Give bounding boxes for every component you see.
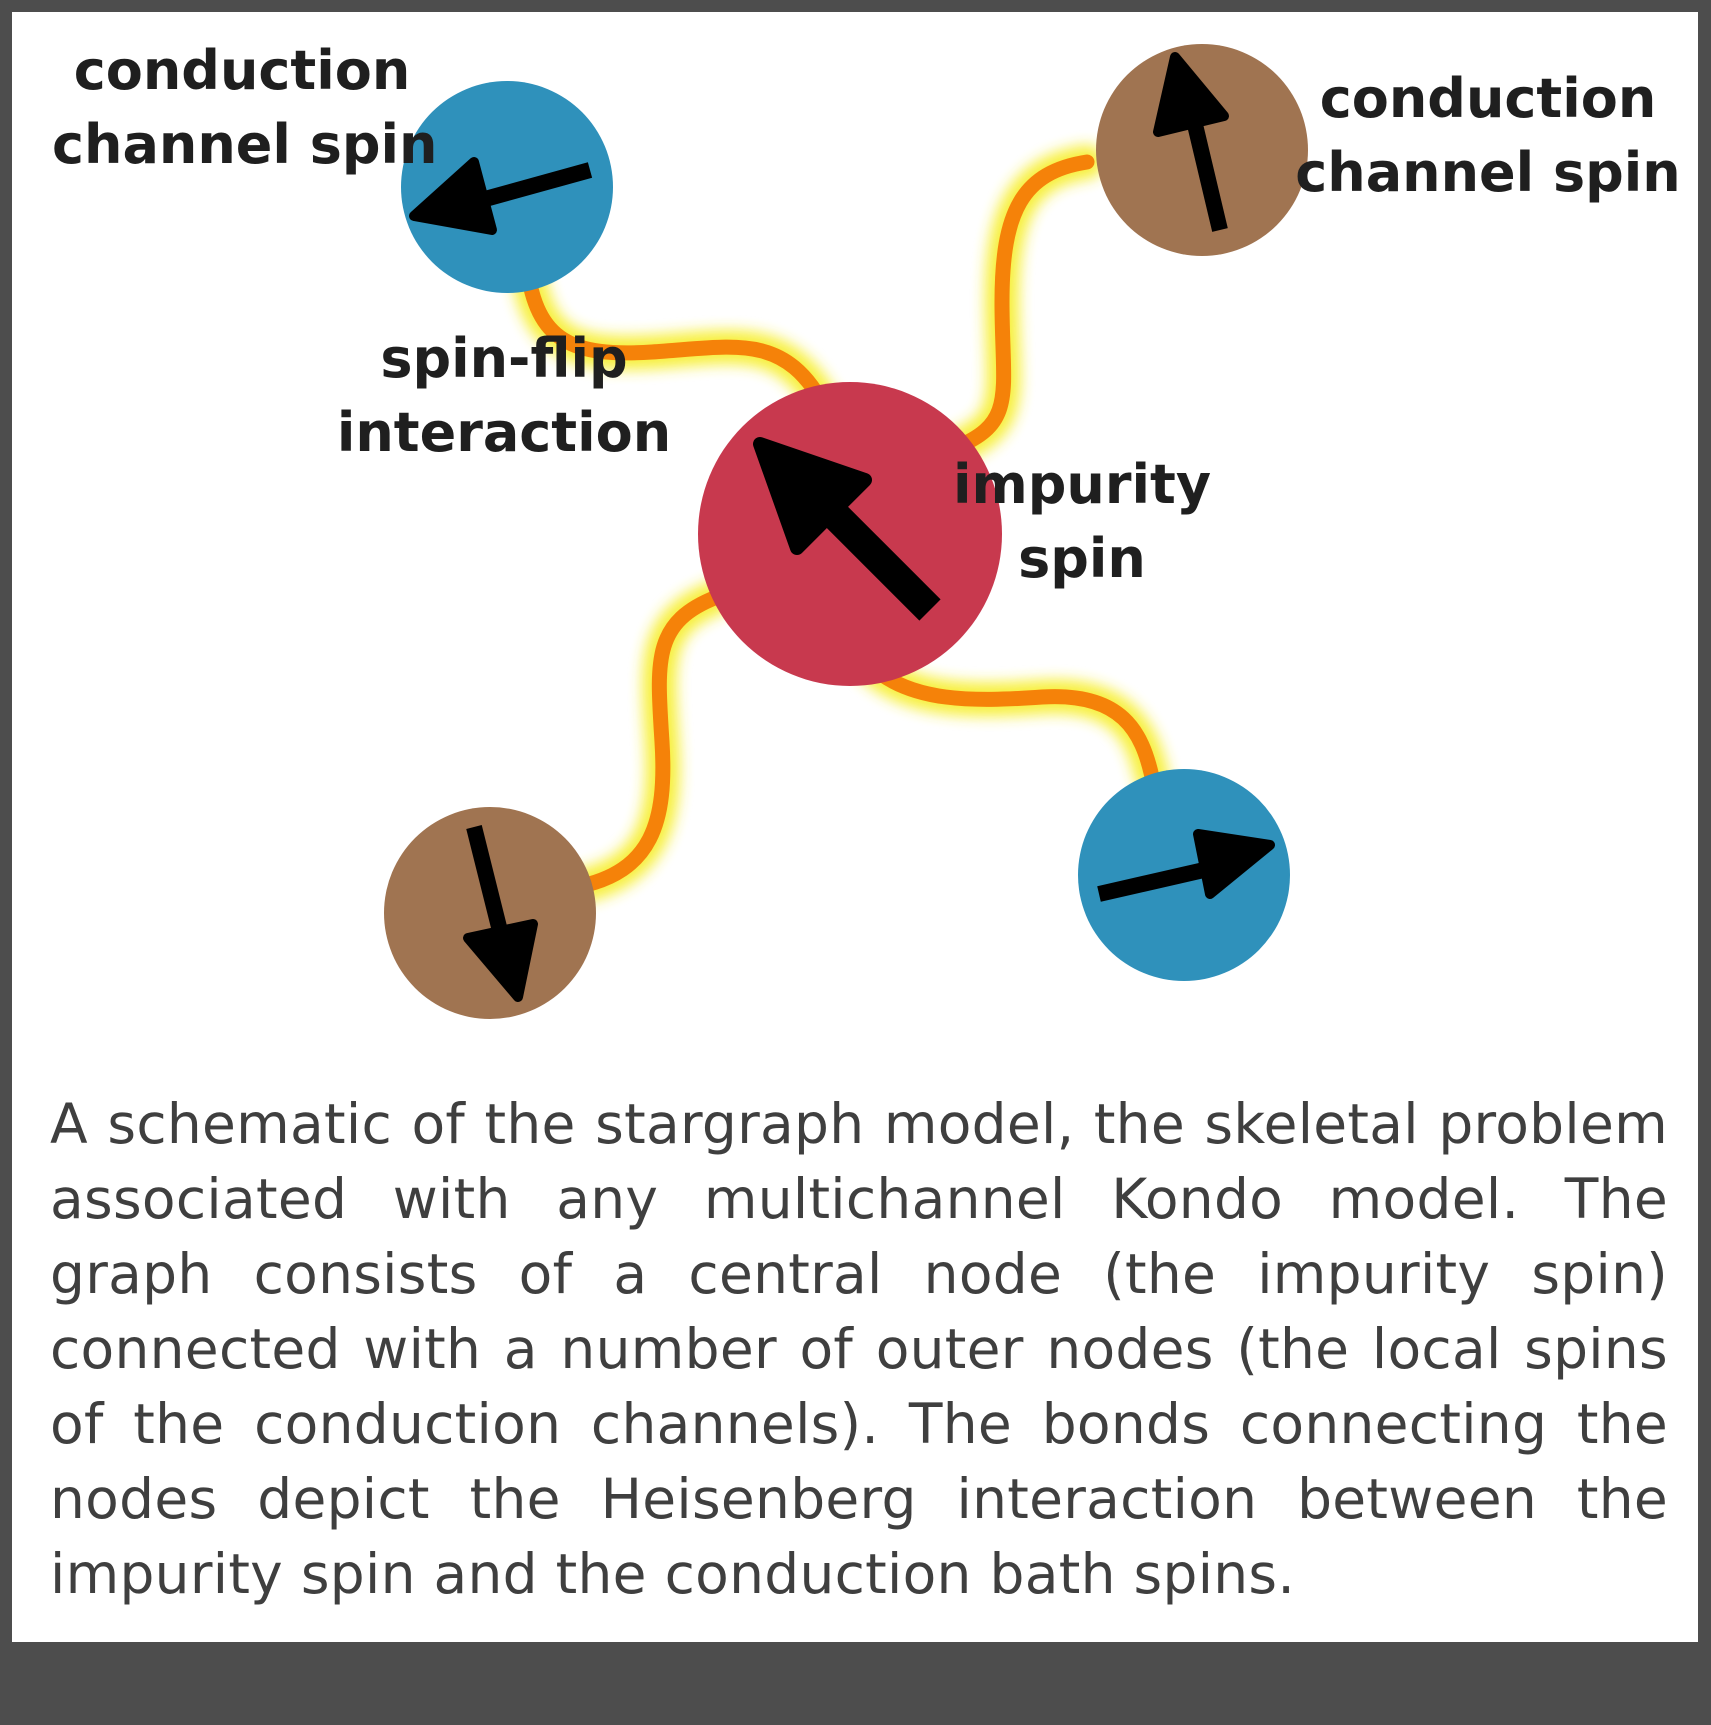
figure-frame: conduction channel spin conduction chann… xyxy=(12,12,1698,1642)
label-interaction-line1: spin-flip xyxy=(380,327,628,390)
label-top-right-line2: channel spin xyxy=(1295,141,1681,204)
bond-bottom-right xyxy=(864,659,1160,785)
stargraph-diagram xyxy=(384,44,1308,1019)
bonds xyxy=(519,154,1160,895)
label-top-left-line1: conduction xyxy=(73,39,411,102)
label-impurity-line2: spin xyxy=(1018,527,1146,590)
spin-arrows xyxy=(409,52,1275,1002)
label-impurity-line1: impurity xyxy=(952,453,1212,516)
spin-arrow-bottom-right xyxy=(1097,859,1219,902)
label-top-left-line2: channel spin xyxy=(52,113,438,176)
label-impurity: impurity spin xyxy=(932,448,1232,596)
label-interaction-line2: interaction xyxy=(336,401,672,464)
spin-arrow-head-bottom-left xyxy=(463,919,538,1002)
bond-top-right xyxy=(949,154,1095,455)
bond-bottom-left xyxy=(569,589,725,895)
spin-arrow-head-top-left xyxy=(409,157,497,235)
label-interaction: spin-flip interaction xyxy=(334,322,674,470)
spin-arrow-head-impurity xyxy=(753,437,872,555)
spin-arrow-top-right xyxy=(1184,110,1228,232)
figure-caption: A schematic of the stargraph model, the … xyxy=(50,1092,1668,1606)
label-top-right-line1: conduction xyxy=(1319,67,1657,130)
label-top-right: conduction channel spin xyxy=(1288,62,1688,210)
spin-arrow-head-top-right xyxy=(1153,52,1229,137)
label-top-left: conduction channel spin xyxy=(52,34,438,182)
spin-arrow-head-bottom-right xyxy=(1193,829,1275,899)
bond-top-left xyxy=(519,259,830,410)
